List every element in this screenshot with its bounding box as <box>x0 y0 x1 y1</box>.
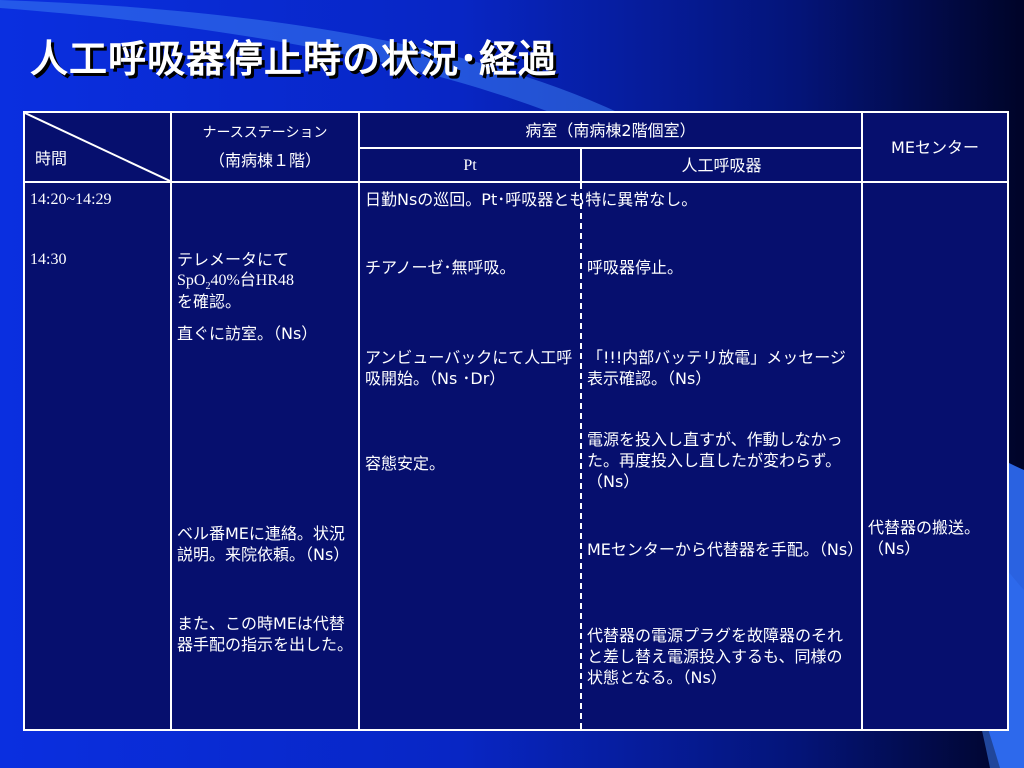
diagonal-divider <box>25 113 170 181</box>
pt-entry-ambu-bag: アンビューバックにて人工呼吸開始。（Ns ･Dr） <box>365 348 573 388</box>
me-center-column: 代替器の搬送。（Ns） <box>861 181 1009 731</box>
nurse-station-entry-telemeter: テレメータにて SpO240%台HR48 を確認。 <box>177 249 353 312</box>
pt-entry-cyanosis: チアノーゼ･無呼吸。 <box>365 258 516 277</box>
time-entry-2: 14:30 <box>30 251 67 268</box>
incident-timeline-table: 時間 ナースステーション （南病棟１階） 病室（南病棟2階個室） MEセンター … <box>23 111 1009 731</box>
header-me-center: MEセンター <box>861 111 1009 183</box>
ventilator-entry-stopped: 呼吸器停止。 <box>587 258 684 277</box>
ventilator-column: 呼吸器停止。 「!!!内部バッテリ放電」メッセージ表示確認。（Ns） 電源を投入… <box>580 181 864 731</box>
ventilator-entry-arrange-replacement: MEセンターから代替器を手配。（Ns） <box>587 540 864 559</box>
header-ward-pt: Pt <box>358 147 582 183</box>
spo2-label: SpO <box>177 272 206 289</box>
slide-title: 人工呼吸器停止時の状況･経過 <box>30 37 558 81</box>
nurse-station-column: テレメータにて SpO240%台HR48 を確認。 直ぐに訪室。（Ns） ベル番… <box>170 181 360 731</box>
telemeter-line: テレメータにて <box>177 250 290 269</box>
header-time-corner: 時間 <box>23 111 172 183</box>
spo2-subscript: 2 <box>205 281 211 293</box>
nurse-station-entry-instruction: また、この時MEは代替器手配の指示を出した。 <box>177 614 354 654</box>
ventilator-entry-battery-message: 「!!!内部バッテリ放電」メッセージ表示確認。（Ns） <box>587 348 846 388</box>
header-nurse-station: ナースステーション （南病棟１階） <box>170 111 360 183</box>
header-ward: 病室（南病棟2階個室） <box>358 111 863 149</box>
header-ward-ventilator: 人工呼吸器 <box>580 147 863 183</box>
header-nurse-station-line2: （南病棟１階） <box>208 151 321 170</box>
ventilator-entry-power-cycle: 電源を投入し直すが、作動しなかった。再度投入し直したが変わらず。（Ns） <box>587 430 843 491</box>
nurse-station-entry-visit: 直ぐに訪室。（Ns） <box>177 324 318 343</box>
me-center-entry-transport: 代替器の搬送。（Ns） <box>868 518 981 558</box>
spo2-value: 40%台HR48 <box>210 272 295 289</box>
spo2-line: SpO240%台HR48 <box>177 270 353 293</box>
time-column: 14:20~14:29 14:30 <box>23 181 172 731</box>
pt-column: 日勤Nsの巡回。Pt･呼吸器とも特に異常なし。 チアノーゼ･無呼吸。 アンビュー… <box>358 181 697 731</box>
confirm-line: を確認。 <box>177 292 242 311</box>
time-entry-1: 14:20~14:29 <box>30 191 112 208</box>
header-time-label: 時間 <box>35 148 68 168</box>
round-entry: 日勤Nsの巡回。Pt･呼吸器とも特に異常なし。 <box>365 190 698 209</box>
pt-entry-stable: 容態安定。 <box>365 454 446 473</box>
header-nurse-station-line1: ナースステーション <box>202 125 328 141</box>
nurse-station-entry-call-me: ベル番MEに連絡。状況説明。来院依頼。（Ns） <box>177 524 350 564</box>
ventilator-entry-replacement-fail: 代替器の電源プラグを故障器のそれと差し替え電源投入するも、同様の状態となる。（N… <box>587 626 844 687</box>
